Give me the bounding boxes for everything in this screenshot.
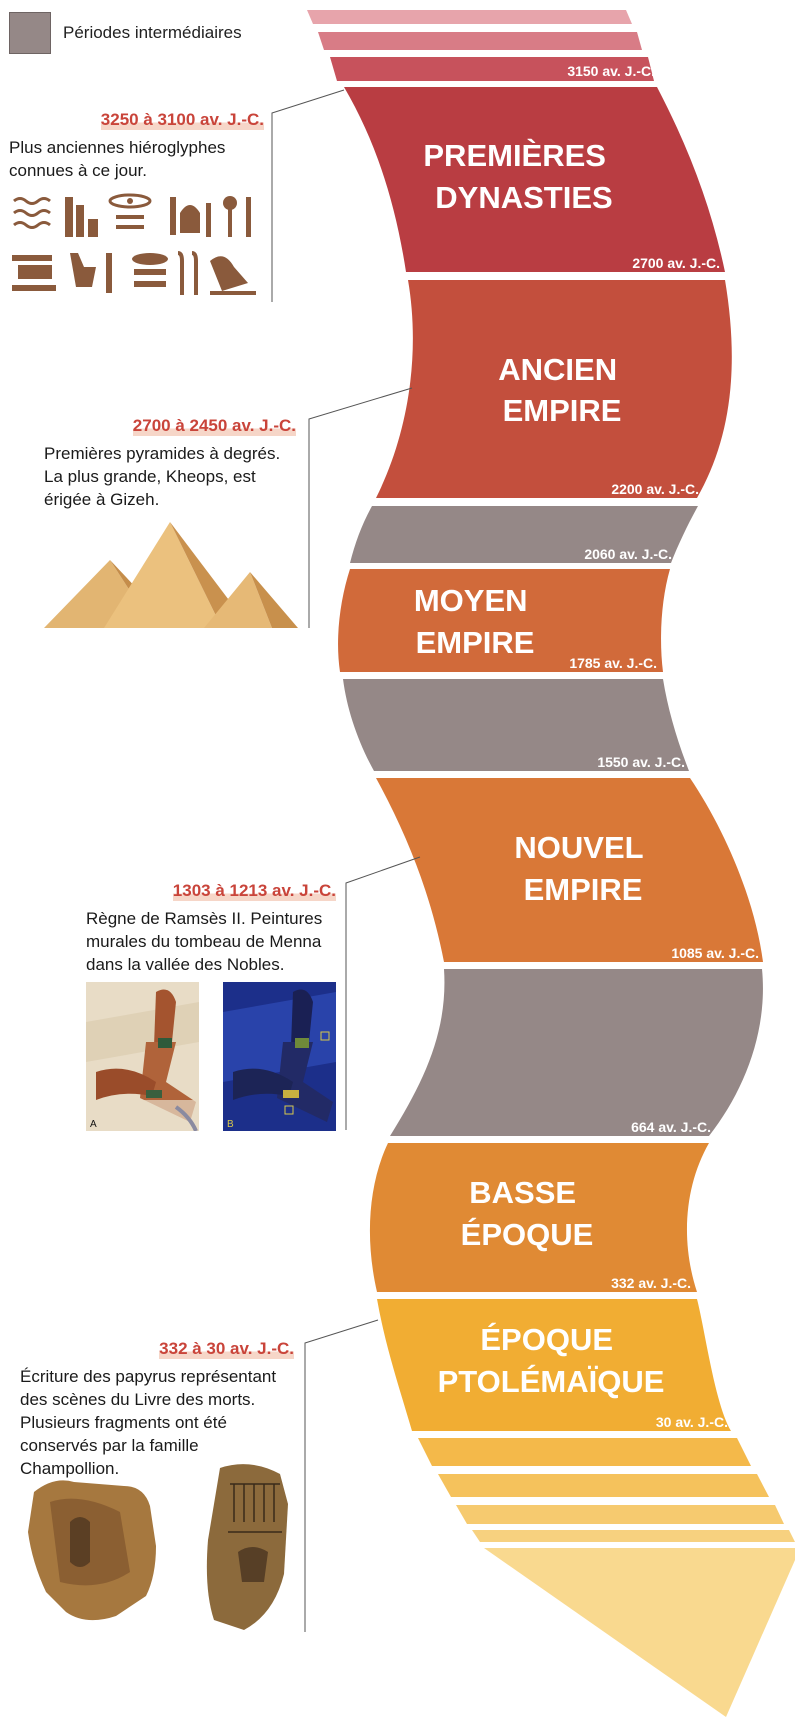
annotation-ancien-empire: 2700 à 2450 av. J.-C. Premières pyramide…: [44, 416, 296, 511]
connector-line-4: [305, 1320, 378, 1632]
painting-b: [223, 982, 336, 1131]
annotation-text: Plus anciennes hiéroglyphes connues à ce…: [9, 136, 244, 182]
papyrus-fragment-2: [207, 1464, 288, 1630]
connector-line-3: [346, 857, 420, 1130]
connector-line-1: [272, 90, 344, 302]
annotation-range: 3250 à 3100 av. J.-C.: [101, 110, 264, 130]
papyrus-fragments-image: [20, 1462, 300, 1632]
annotation-text: Premières pyramides à degrés. La plus gr…: [44, 442, 296, 511]
annotation-range: 1303 à 1213 av. J.-C.: [173, 881, 336, 901]
annotation-text: Règne de Ramsès II. Peintures murales du…: [86, 907, 336, 976]
painting-b-label: B: [227, 1119, 234, 1130]
annotation-range: 332 à 30 av. J.-C.: [159, 1339, 294, 1359]
legend-swatch-intermediate: [9, 12, 51, 54]
connector-line-2: [309, 388, 412, 628]
annotation-premieres-dynasties: 3250 à 3100 av. J.-C. Plus anciennes hié…: [9, 110, 264, 182]
annotation-epoque-ptolemaique: 332 à 30 av. J.-C. Écriture des papyrus …: [20, 1339, 294, 1480]
annotation-range: 2700 à 2450 av. J.-C.: [133, 416, 296, 436]
painting-a: [86, 982, 199, 1131]
legend-label: Périodes intermédiaires: [63, 23, 242, 43]
hieroglyphs-image: [10, 193, 265, 303]
annotation-nouvel-empire: 1303 à 1213 av. J.-C. Règne de Ramsès II…: [86, 881, 336, 976]
painting-a-label: A: [90, 1119, 97, 1130]
menna-paintings-image: A B: [86, 982, 336, 1131]
pyramids-image: [44, 522, 300, 630]
legend: Périodes intermédiaires: [9, 12, 242, 54]
